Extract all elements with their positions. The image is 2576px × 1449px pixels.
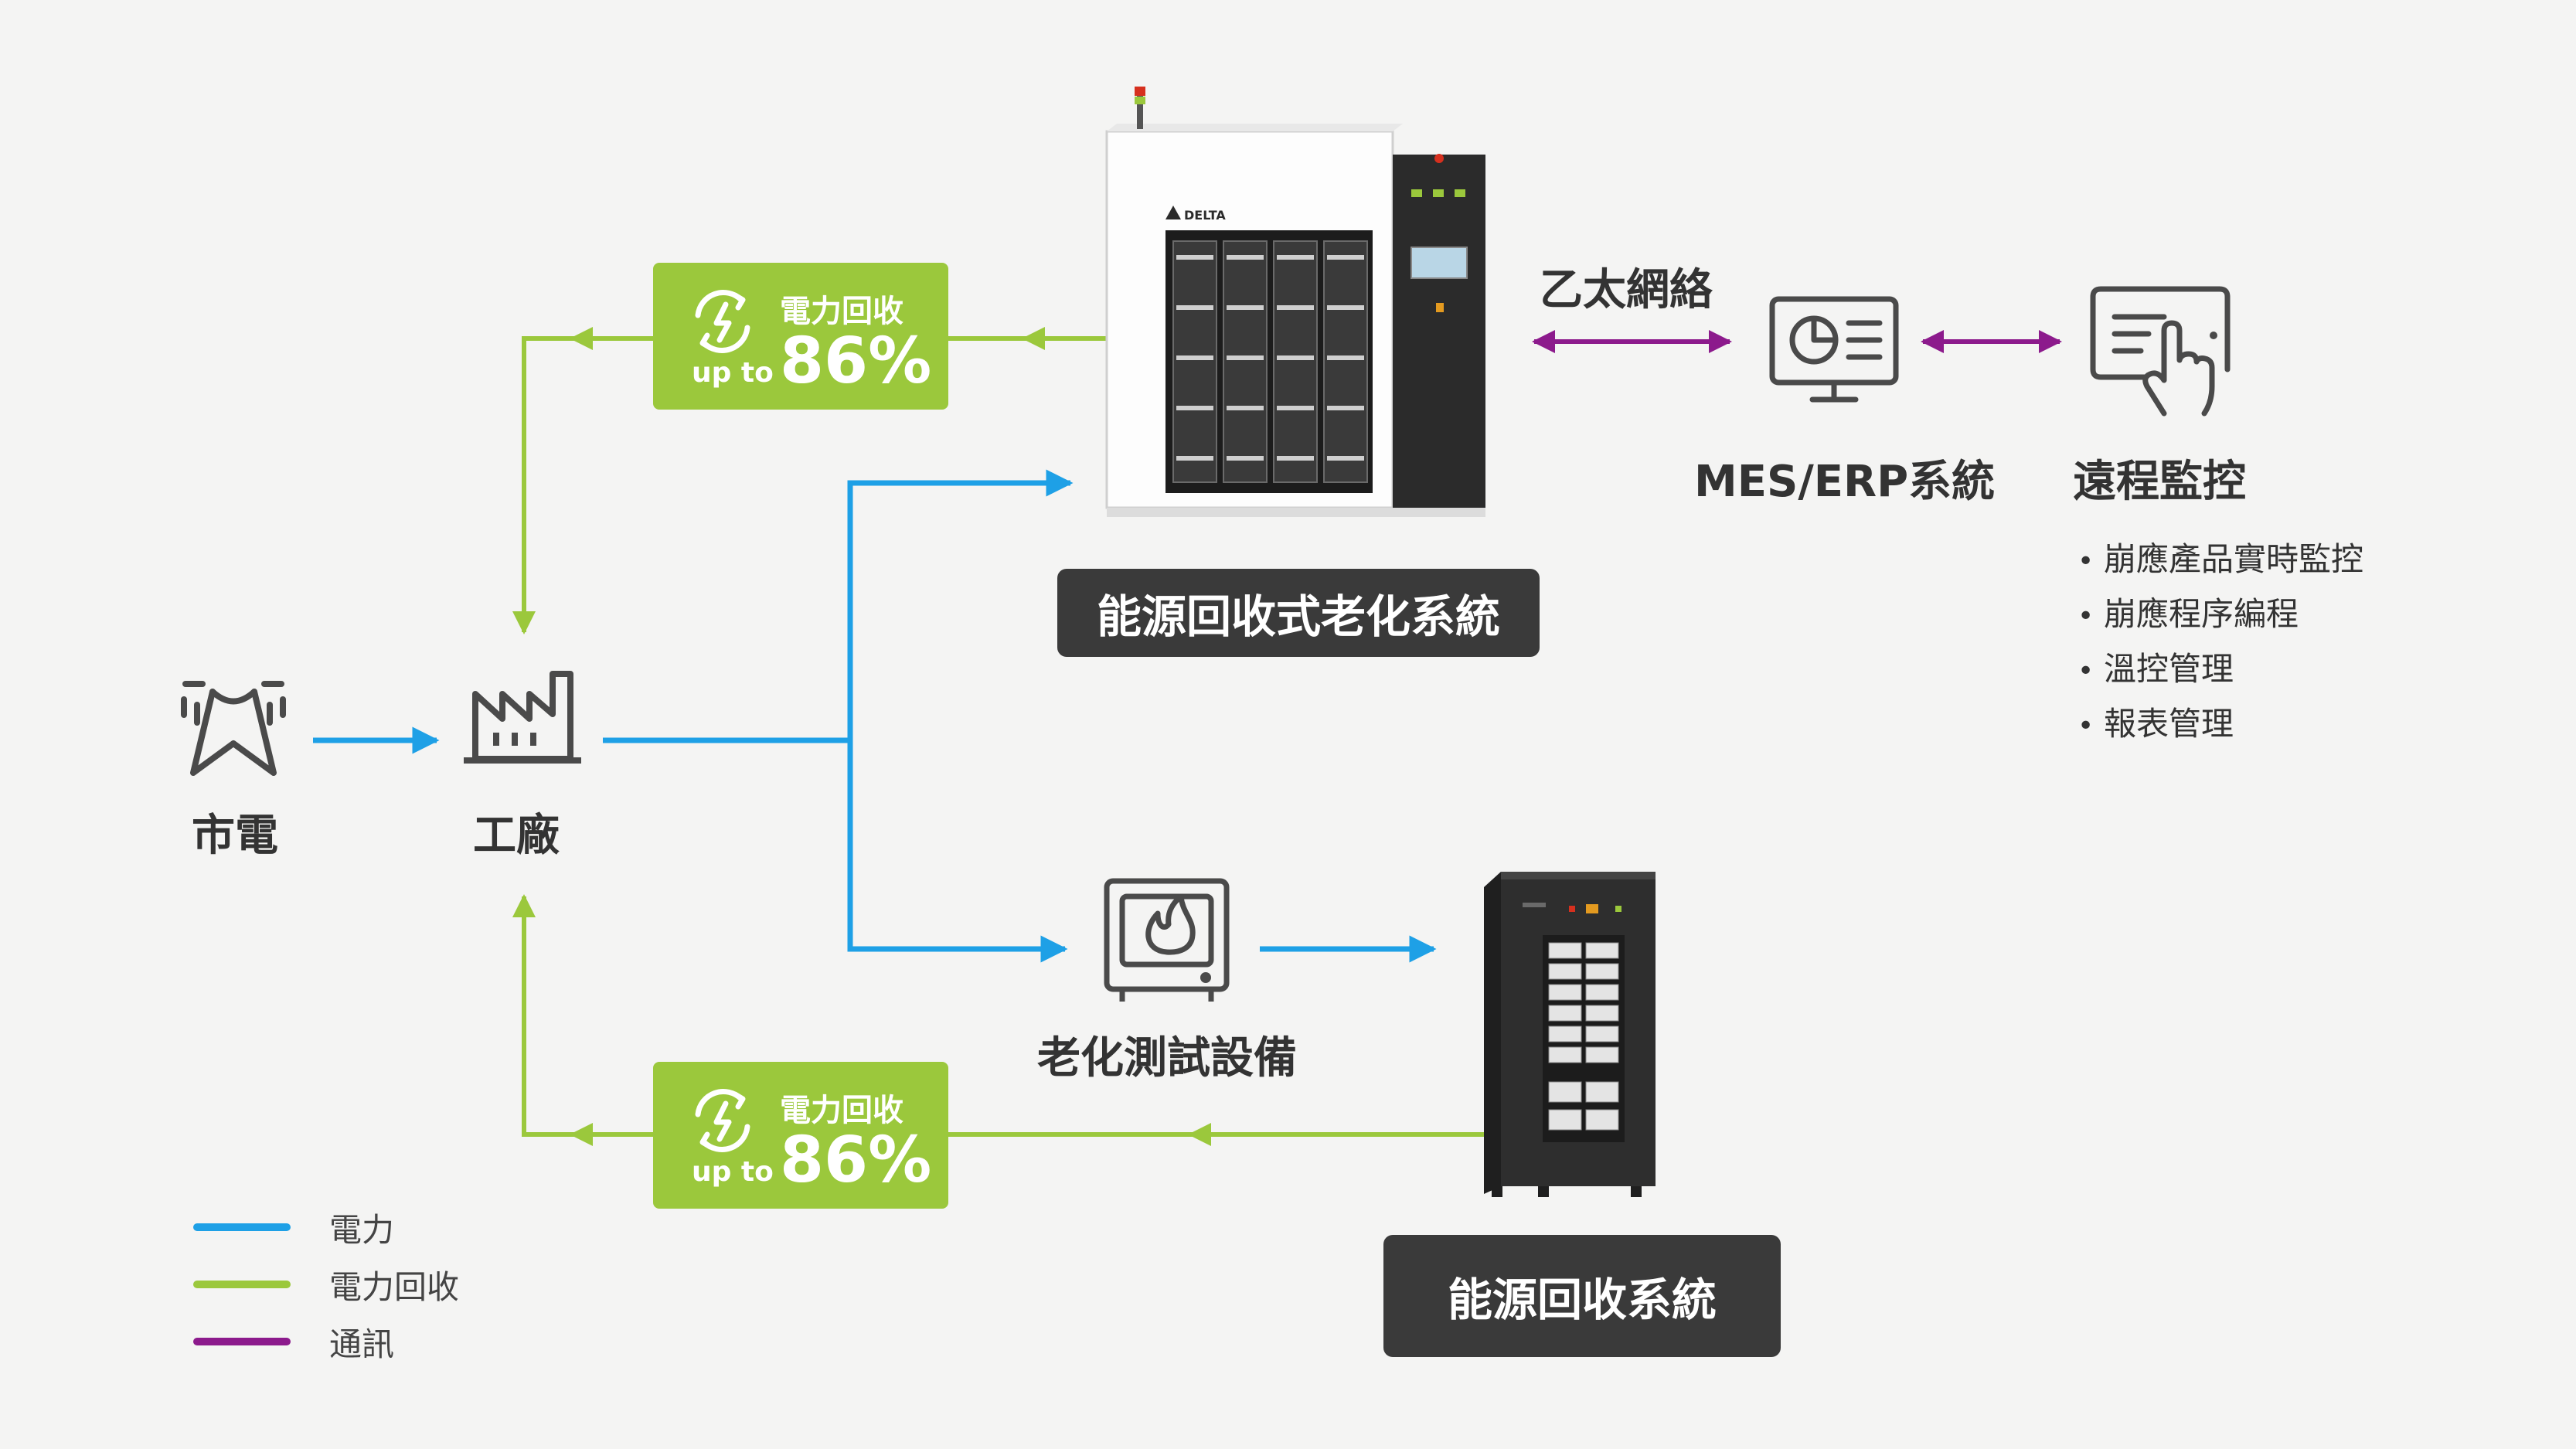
energy-recovery-system-rack <box>1484 872 1656 1197</box>
monitor-chart-icon <box>1769 296 1899 403</box>
legend-item-power: 電力 <box>193 1211 394 1249</box>
aging-test-equipment-label: 老化測試設備 <box>1037 1033 1297 1083</box>
touch-tablet-icon <box>2090 286 2231 417</box>
legend-swatch-power <box>193 1223 291 1231</box>
equipment-brand-label: DELTA <box>1184 208 1226 223</box>
recovery-system-to-factory-line <box>512 894 1484 1137</box>
burn-in-oven-icon <box>1104 878 1230 1002</box>
feature-item: 報表管理 <box>2077 696 2363 751</box>
burn-in-system-label: 能源回收式老化系統 <box>1057 569 1540 657</box>
energy-recovery-system-label: 能源回收系統 <box>1383 1235 1781 1357</box>
recovery-badge-prefix: up to <box>692 357 774 389</box>
grid-label: 市電 <box>192 811 278 861</box>
feature-item: 溫控管理 <box>2077 641 2363 696</box>
legend-swatch-recovery <box>193 1281 291 1288</box>
burn-in-system-cabinet: DELTA <box>1105 87 1485 517</box>
recovery-badge-value: 86% <box>780 1124 932 1197</box>
factory-icon <box>464 671 581 764</box>
recovery-badge-title: 電力回收 <box>780 1093 903 1128</box>
legend-label-recovery: 電力回收 <box>329 1267 460 1306</box>
recovery-badge-lower: 電力回收 up to 86% <box>653 1062 948 1209</box>
recovery-badge-value: 86% <box>780 325 932 398</box>
recovery-badge-prefix: up to <box>692 1156 774 1188</box>
legend-swatch-communication <box>193 1338 291 1345</box>
remote-monitoring-label: 遠程監控 <box>2073 457 2246 507</box>
legend-item-communication: 通訊 <box>193 1325 394 1363</box>
energy-recycle-icon <box>695 290 750 353</box>
recovery-badge-title: 電力回收 <box>780 294 903 329</box>
transmission-tower-icon <box>181 681 286 776</box>
factory-to-aging-test-arrow <box>847 740 1068 963</box>
legend-item-recovery: 電力回收 <box>193 1268 459 1306</box>
legend-label-communication: 通訊 <box>329 1325 395 1363</box>
energy-recycle-icon <box>695 1089 750 1152</box>
remote-monitoring-feature-list: 崩應產品實時監控 崩應程序編程 溫控管理 報表管理 <box>2077 532 2363 751</box>
mes-erp-label: MES/ERP系統 <box>1694 457 1996 507</box>
feature-item: 崩應程序編程 <box>2077 587 2363 641</box>
factory-to-burn-in-arrow <box>847 469 1074 740</box>
factory-label: 工廠 <box>473 811 560 861</box>
legend-label-power: 電力 <box>329 1210 395 1249</box>
power-lines <box>313 469 1437 963</box>
recovery-badge-upper: 電力回收 up to 86% <box>653 263 948 410</box>
feature-item: 崩應產品實時監控 <box>2077 532 2363 587</box>
ethernet-label: 乙太網絡 <box>1540 265 1713 315</box>
